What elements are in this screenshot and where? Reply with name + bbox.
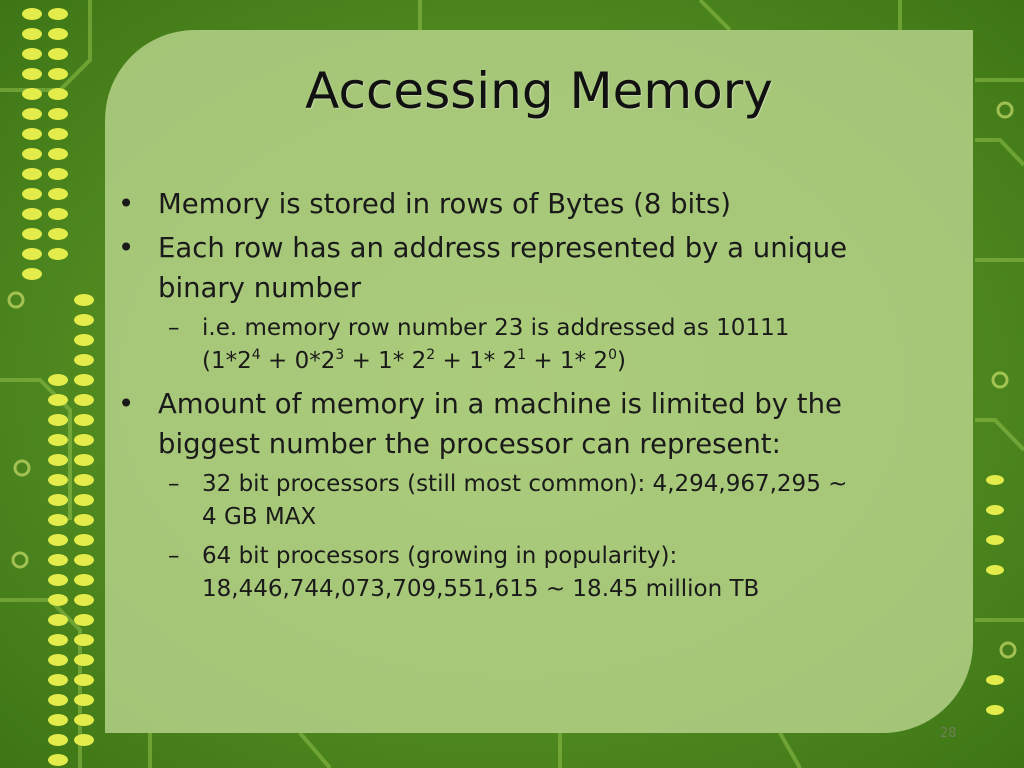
sub-bullet-text-line: 4 GB MAX (202, 504, 317, 530)
bullet-text: Memory is stored in rows of Bytes (8 bit… (158, 188, 732, 220)
sub-bullet-text-line: i.e. memory row number 23 is addressed a… (202, 315, 790, 341)
bullet-marker: • (118, 232, 135, 264)
sub-bullet-item: – i.e. memory row number 23 is addressed… (116, 312, 956, 378)
sub-bullet-text-line: 64 bit processors (growing in popularity… (202, 543, 678, 569)
slide-title: Accessing Memory (305, 62, 773, 120)
sub-bullet-marker: – (168, 471, 180, 497)
sub-bullet-text-line: 32 bit processors (still most common): 4… (202, 471, 848, 497)
bullet-list: • Memory is stored in rows of Bytes (8 b… (116, 184, 956, 612)
bullet-text-line: biggest number the processor can represe… (158, 428, 781, 460)
sub-bullet-marker: – (168, 315, 180, 341)
bullet-marker: • (118, 388, 135, 420)
bullet-text-line: Each row has an address represented by a… (158, 232, 848, 264)
bullet-item: • Amount of memory in a machine is limit… (116, 384, 956, 464)
bullet-marker: • (118, 188, 135, 220)
sub-bullet-text-line: 18,446,744,073,709,551,615 ~ 18.45 milli… (202, 576, 760, 602)
bullet-text-line: binary number (158, 272, 362, 304)
sub-bullet-marker: – (168, 543, 180, 569)
content-panel (105, 30, 973, 733)
binary-formula: (1*24 + 0*23 + 1* 22 + 1* 21 + 1* 20) (202, 347, 626, 374)
sub-bullet-item: – 32 bit processors (still most common):… (116, 468, 956, 534)
bullet-item: • Memory is stored in rows of Bytes (8 b… (116, 184, 956, 224)
slide-page-number: 28 (940, 726, 957, 741)
sub-bullet-item: – 64 bit processors (growing in populari… (116, 540, 956, 606)
bullet-text-line: Amount of memory in a machine is limited… (158, 388, 842, 420)
bullet-item: • Each row has an address represented by… (116, 228, 956, 308)
